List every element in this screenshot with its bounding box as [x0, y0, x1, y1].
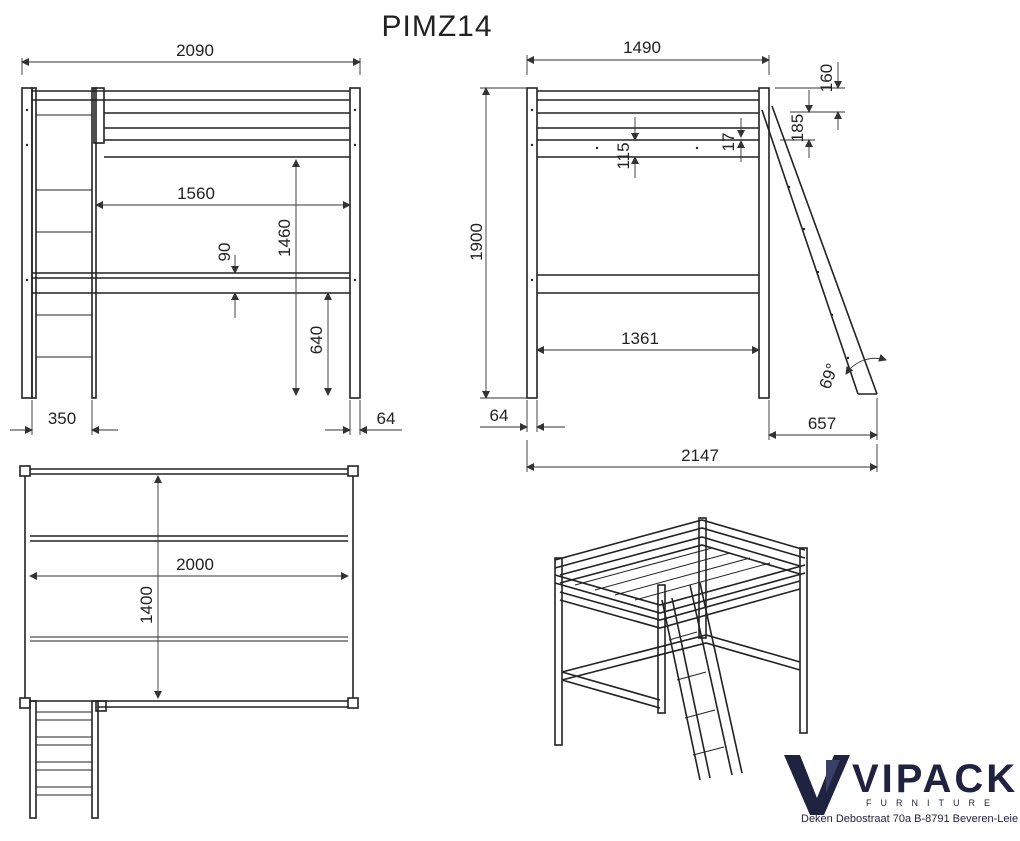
vipack-logo-icon: [784, 755, 850, 815]
front-overall-width: 2090: [176, 41, 214, 60]
front-deck-height: 1460: [275, 219, 294, 257]
side-slat-gap: 115: [614, 142, 633, 169]
front-under-height: 640: [307, 326, 326, 354]
top-width: 1400: [137, 586, 156, 624]
brand-name: VIPACK: [852, 757, 1018, 801]
front-inner-length: 1560: [177, 184, 215, 203]
side-total-depth: 2147: [681, 446, 719, 465]
side-guard-height: 185: [788, 114, 807, 142]
brand-subtitle: FURNITURE: [866, 798, 999, 808]
side-view: 1490 1900 160 185 115 17 1361 69°: [467, 38, 887, 472]
side-overall-width: 1490: [623, 38, 661, 57]
front-rail-gap: 90: [215, 243, 234, 262]
side-top-rail: 160: [817, 64, 836, 92]
vipack-logo: VIPACK FURNITURE Deken Debostraat 70a B-…: [784, 755, 1018, 825]
side-ladder-offset: 657: [808, 414, 836, 433]
top-view: 2000 1400: [19, 465, 359, 819]
side-post-width: 64: [490, 406, 509, 425]
front-post-width: 64: [377, 409, 396, 428]
side-slat-thickness: 17: [719, 133, 738, 152]
front-ladder-width: 350: [48, 409, 76, 428]
side-inner-width: 1361: [621, 329, 659, 348]
top-length: 2000: [176, 555, 214, 574]
drawing-title: PIMZ14: [381, 10, 492, 43]
side-total-height: 1900: [467, 223, 486, 261]
side-ladder-angle: 69°: [816, 361, 843, 392]
perspective-view: [554, 517, 808, 781]
front-view: 2090 1560 1460 90 640 350 64: [10, 41, 402, 435]
brand-address: Deken Debostraat 70a B-8791 Beveren-Leie: [801, 813, 1018, 825]
